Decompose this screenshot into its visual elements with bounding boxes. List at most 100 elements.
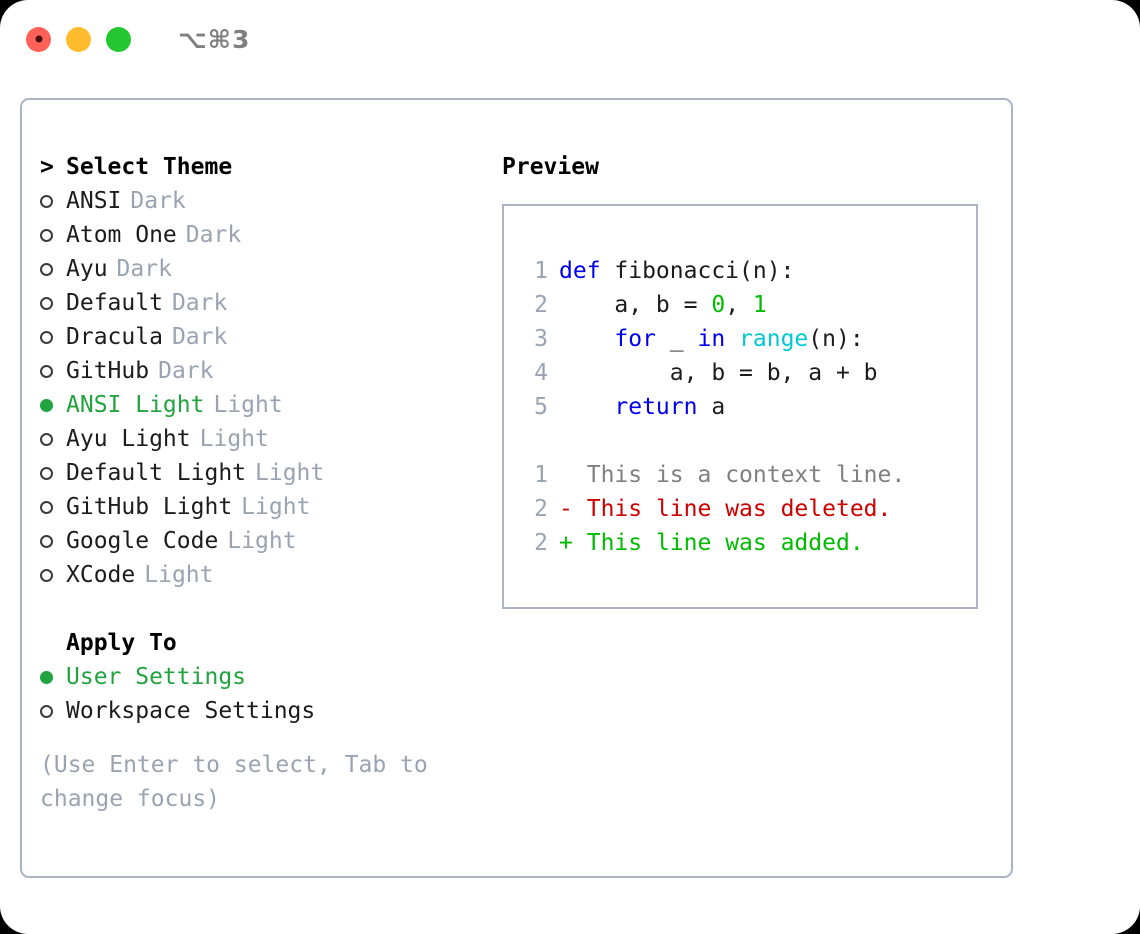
- title-bar: ⌥⌘3: [0, 0, 1140, 78]
- theme-item-variant: Light: [227, 528, 297, 554]
- code-token-plain: a, b =: [559, 292, 712, 318]
- code-line: 3 for _ in range(n):: [522, 322, 976, 356]
- diff-line-number: 2: [534, 530, 548, 556]
- theme-item-label: XCode: [66, 562, 136, 588]
- theme-list-item[interactable]: Ayu Light Light: [40, 422, 500, 456]
- radio-unselected-icon[interactable]: [40, 330, 66, 344]
- code-line: 1 def fibonacci(n):: [522, 254, 976, 288]
- radio-unselected-icon[interactable]: [40, 466, 66, 480]
- theme-item-label: GitHub Light: [66, 494, 233, 520]
- code-token-plain: [559, 326, 614, 352]
- minimize-button[interactable]: [66, 26, 91, 52]
- code-blank-line: [522, 424, 976, 458]
- code-token-plain: (n):: [808, 326, 864, 352]
- code-line-number: 2: [534, 292, 548, 318]
- theme-item-variant: Dark: [171, 290, 228, 316]
- theme-item-variant: Dark: [116, 256, 172, 282]
- diff-line-number: 2: [534, 496, 548, 522]
- theme-item-label: Google Code: [66, 528, 219, 554]
- apply-to-header-label: Apply To: [66, 630, 177, 656]
- theme-select-header-label: Select Theme: [66, 154, 233, 180]
- theme-item-label: Ayu: [66, 256, 108, 282]
- radio-unselected-icon[interactable]: [40, 500, 66, 514]
- code-token-num: 1: [752, 292, 767, 318]
- diff-sign: +: [559, 530, 573, 556]
- code-line: 5 return a: [522, 390, 976, 424]
- code-token-plain: _: [655, 326, 698, 352]
- radio-unselected-icon[interactable]: [40, 262, 66, 276]
- theme-item-label: GitHub: [66, 358, 150, 384]
- theme-list-item[interactable]: Google Code Light: [40, 524, 500, 558]
- theme-item-variant: Light: [199, 426, 269, 452]
- maximize-button[interactable]: [106, 26, 131, 52]
- theme-list-item[interactable]: GitHub Light Light: [40, 490, 500, 524]
- code-token-plain: a, b = b, a + b: [559, 360, 878, 386]
- apply-to-item-label: User Settings: [66, 664, 247, 690]
- diff-spacer: [573, 496, 587, 522]
- radio-unselected-icon[interactable]: [40, 704, 66, 718]
- radio-selected-icon[interactable]: [40, 398, 66, 412]
- theme-item-variant: Light: [213, 392, 283, 418]
- code-token-num: 0: [711, 292, 726, 318]
- diff-spacer: [573, 530, 587, 556]
- apply-to-header: Apply To: [40, 626, 500, 660]
- selection-caret-icon: >: [40, 154, 54, 180]
- theme-item-label: ANSI Light: [66, 392, 205, 418]
- diff-text: This is a context line.: [586, 462, 906, 488]
- keyboard-hint: (Use Enter to select, Tab to change focu…: [40, 752, 442, 812]
- preview-title: Preview: [502, 154, 599, 180]
- apply-to-item[interactable]: Workspace Settings: [40, 694, 500, 728]
- radio-unselected-icon[interactable]: [40, 432, 66, 446]
- code-token-plain: fibonacci(n):: [614, 258, 795, 284]
- keyboard-shortcut-label: ⌥⌘3: [178, 24, 251, 54]
- code-token-kw: in: [697, 326, 726, 352]
- radio-unselected-icon[interactable]: [40, 228, 66, 242]
- code-token-builtin: range: [739, 326, 809, 352]
- theme-item-variant: Dark: [171, 324, 228, 350]
- theme-list-item[interactable]: Ayu Dark: [40, 252, 500, 286]
- apply-to-header-indent: [40, 626, 66, 660]
- radio-unselected-icon[interactable]: [40, 568, 66, 582]
- code-line-number: 5: [534, 394, 548, 420]
- theme-item-label: Dracula: [66, 324, 163, 350]
- code-line-number: 1: [534, 258, 548, 284]
- code-line: 2 a, b = 0, 1: [522, 288, 976, 322]
- code-token-kw: return: [614, 394, 698, 420]
- code-token-plain: ,: [725, 292, 753, 318]
- diff-text: This line was added.: [586, 530, 864, 556]
- diff-line: 1 This is a context line.: [522, 458, 976, 492]
- diff-line: 2- This line was deleted.: [522, 492, 976, 526]
- code-token-plain: a: [697, 394, 726, 420]
- radio-unselected-icon[interactable]: [40, 296, 66, 310]
- radio-unselected-icon[interactable]: [40, 364, 66, 378]
- theme-item-variant: Light: [241, 494, 311, 520]
- theme-list-item[interactable]: Dracula Dark: [40, 320, 500, 354]
- theme-item-label: Atom One: [66, 222, 177, 248]
- apply-to-item-label: Workspace Settings: [66, 698, 316, 724]
- theme-item-label: Ayu Light: [66, 426, 191, 452]
- diff-line-number: 1: [534, 462, 548, 488]
- theme-item-variant: Light: [255, 460, 325, 486]
- radio-selected-icon[interactable]: [40, 670, 66, 684]
- apply-to-item[interactable]: User Settings: [40, 660, 500, 694]
- code-token-kw: def: [559, 258, 615, 284]
- close-button[interactable]: [26, 26, 51, 52]
- radio-unselected-icon[interactable]: [40, 194, 66, 208]
- code-line: 4 a, b = b, a + b: [522, 356, 976, 390]
- code-token-plain: [725, 326, 739, 352]
- radio-unselected-icon[interactable]: [40, 534, 66, 548]
- theme-list-item[interactable]: ANSI Light Light: [40, 388, 500, 422]
